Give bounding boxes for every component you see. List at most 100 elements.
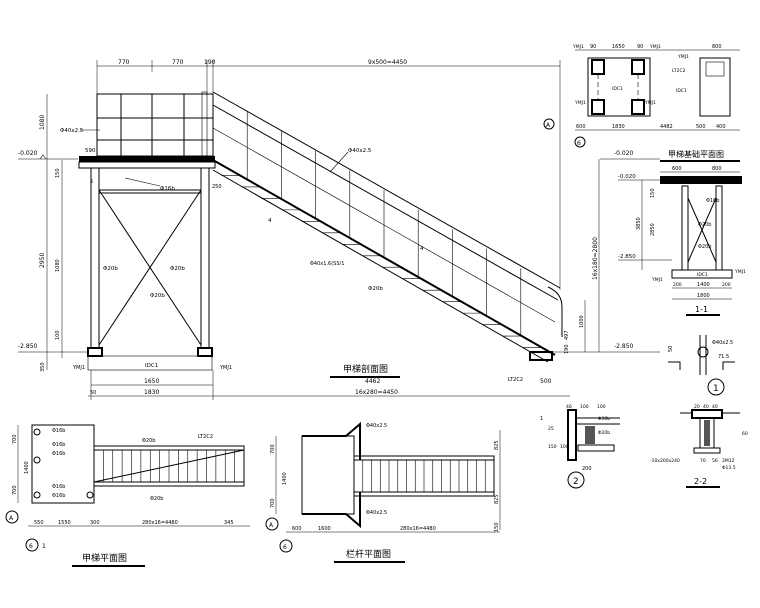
elevation-view: 770 770 190 9x500=4450 Φ40x2.5 590 -0.02… [18, 59, 660, 400]
sp-dim-1550: 1550 [58, 520, 71, 526]
elev-dim-bot-1830: 1830 [144, 389, 159, 396]
s11-dim-200a: 200 [673, 282, 682, 288]
rp-dim-left-700a: 700 [270, 444, 276, 454]
s22-label-40a: 40 [703, 404, 709, 410]
elev-dim-bot-500: 500 [540, 378, 552, 385]
sp-dim-550: 550 [34, 520, 44, 526]
elev-dim-left-350: 350 [40, 362, 46, 372]
elev-label-16b: Φ16b [160, 186, 175, 192]
s11-dim-1800: 1800 [697, 293, 710, 299]
detail-2-title: 2 [573, 477, 579, 487]
rail-plan-view: Φ40x2.5 Φ40x2.5 700 1400 700 825 825 150… [265, 421, 501, 563]
detail-2-view: Φ30b Φ20b 200 100 46 100 25 150 100 1 2 [540, 404, 620, 489]
elev-dim-right-riser: 16x180=2800 [592, 237, 599, 280]
fp-label-lt2c2: LT2C2 [672, 68, 686, 74]
s22-label-70: 70 [700, 458, 706, 464]
sp-label-16b-2: Φ16b [52, 442, 65, 448]
d2-label-46: 46 [566, 404, 572, 410]
elev-level-bottom-left: -2.850 [18, 343, 38, 350]
elev-dim-top-1: 770 [118, 59, 130, 66]
s11-label-ymj1-b: YMJ1 [734, 269, 746, 275]
section-1-1-title: 1-1 [695, 305, 708, 314]
elev-label-20b-2: Φ20b [170, 266, 185, 272]
fp-label-ymj1-d: YMJ1 [574, 100, 586, 106]
sp-dim-left-1400: 1400 [24, 461, 30, 474]
detail-1-marker [707, 378, 725, 396]
elev-dim-left-150: 150 [55, 168, 61, 178]
elev-level-top-right: -0.020 [614, 150, 634, 157]
rp-label-pipe-top: Φ40x2.5 [366, 423, 387, 429]
rp-axis-a-label: A [269, 522, 274, 529]
rp-axis-6-label: 6 [283, 544, 287, 551]
elev-label-idc1: IDC1 [145, 363, 158, 369]
d2-label-100b: 100 [597, 404, 606, 410]
rp-dim-1600: 1600 [318, 526, 331, 532]
elev-dim-left-1080: 1080 [39, 115, 46, 130]
d2-label-100c: 100 [560, 444, 569, 450]
sp-label-16b-1: Φ16b [52, 428, 65, 434]
s11-dim-3850: 3850 [636, 217, 642, 230]
fp-axis-a [543, 118, 555, 130]
elev-dim-left-2950: 2950 [39, 253, 46, 268]
elev-dim-left-100: 100 [55, 330, 61, 340]
s11-level-bottom: -2.850 [618, 254, 636, 260]
elev-dim-right-1000: 1000 [579, 315, 585, 328]
rp-dim-right-825a: 825 [494, 440, 500, 450]
fp-label-ymj1-a: YMJ1 [572, 44, 584, 50]
elevation-title: 甲梯剖面图 [343, 363, 388, 375]
elev-dim-top-3: 190 [204, 59, 216, 66]
s11-dim-800: 800 [712, 166, 722, 172]
d2-label-100a: 100 [580, 404, 589, 410]
elev-label-4a: 4 [268, 218, 272, 224]
s22-label-56: 56 [712, 458, 718, 464]
sp-axis-6 [25, 538, 39, 552]
rp-label-pipe-bot: Φ40x2.5 [366, 510, 387, 516]
s22-label-60: 60 [742, 431, 748, 437]
section-2-2-title: 2-2 [694, 477, 707, 486]
foundation-plan-title: 甲梯基础平面图 [668, 149, 724, 159]
elev-label-rail-pipe: Φ40x2.5 [60, 128, 84, 134]
sp-label-16b-4: Φ16b [52, 484, 65, 490]
fp-dim-90b: 90 [637, 44, 643, 50]
fp-dim-400: 400 [716, 124, 726, 130]
fp-axis-6 [574, 136, 586, 148]
elev-label-590: 590 [85, 148, 96, 154]
s22-label-40b: 40 [712, 404, 718, 410]
fp-label-ymj1-c: YMJ1 [677, 54, 689, 60]
foundation-plan-view: 90 1650 90 800 YMJ1 YMJ1 YMJ1 LT2C2 IDC1… [543, 44, 740, 162]
stair-plan-view: Φ16b Φ16b Φ16b Φ16b Φ16b Φ20b Φ20b LT2C2… [5, 424, 250, 567]
fp-label-ymj1-b: YMJ1 [649, 44, 661, 50]
d2-label-30b: Φ30b [598, 416, 610, 422]
sp-label-16b-3: Φ16b [52, 451, 65, 457]
elev-level-top-left: -0.020 [18, 150, 38, 157]
s11-dim-1400: 1400 [697, 282, 710, 288]
d2-label-200: 200 [582, 466, 592, 472]
detail-2-marker [567, 471, 585, 489]
elev-steps [221, 175, 543, 348]
s11-level-top: -0.020 [618, 174, 636, 180]
elev-dim-bot-50: 50 [90, 390, 96, 396]
fp-dim-800: 800 [712, 44, 722, 50]
d2-label-150: 150 [548, 444, 557, 450]
d2-label-25: 25 [548, 426, 554, 432]
s11-dim-600: 600 [672, 166, 682, 172]
rp-dim-right-825b: 825 [494, 494, 500, 504]
sp-dim-treads: 280x16=4480 [142, 520, 178, 526]
elev-level-bottom-right: -2.850 [614, 343, 634, 350]
sp-dim-left-700a: 700 [12, 434, 18, 444]
sp-dim-300: 300 [90, 520, 100, 526]
rp-dim-treads: 280x16=4480 [400, 526, 436, 532]
elev-label-20b-1: Φ20b [103, 266, 118, 272]
fp-dim-1830: 1830 [612, 124, 625, 130]
plan-treads [93, 450, 245, 482]
elev-label-20b-4: Φ20b [368, 286, 383, 292]
s11-label-20b-b: Φ20b [698, 244, 711, 250]
elev-label-lt2c2: LT2C2 [508, 377, 523, 383]
detail-1-title: 1 [713, 384, 719, 394]
s22-label-hole: Φ13.5 [722, 465, 736, 471]
rail-plan-treads [353, 460, 495, 492]
s11-dim-200b: 200 [722, 282, 731, 288]
d1-label-715: 71.5 [718, 354, 729, 360]
sp-axis-1-label: 1 [42, 543, 46, 550]
